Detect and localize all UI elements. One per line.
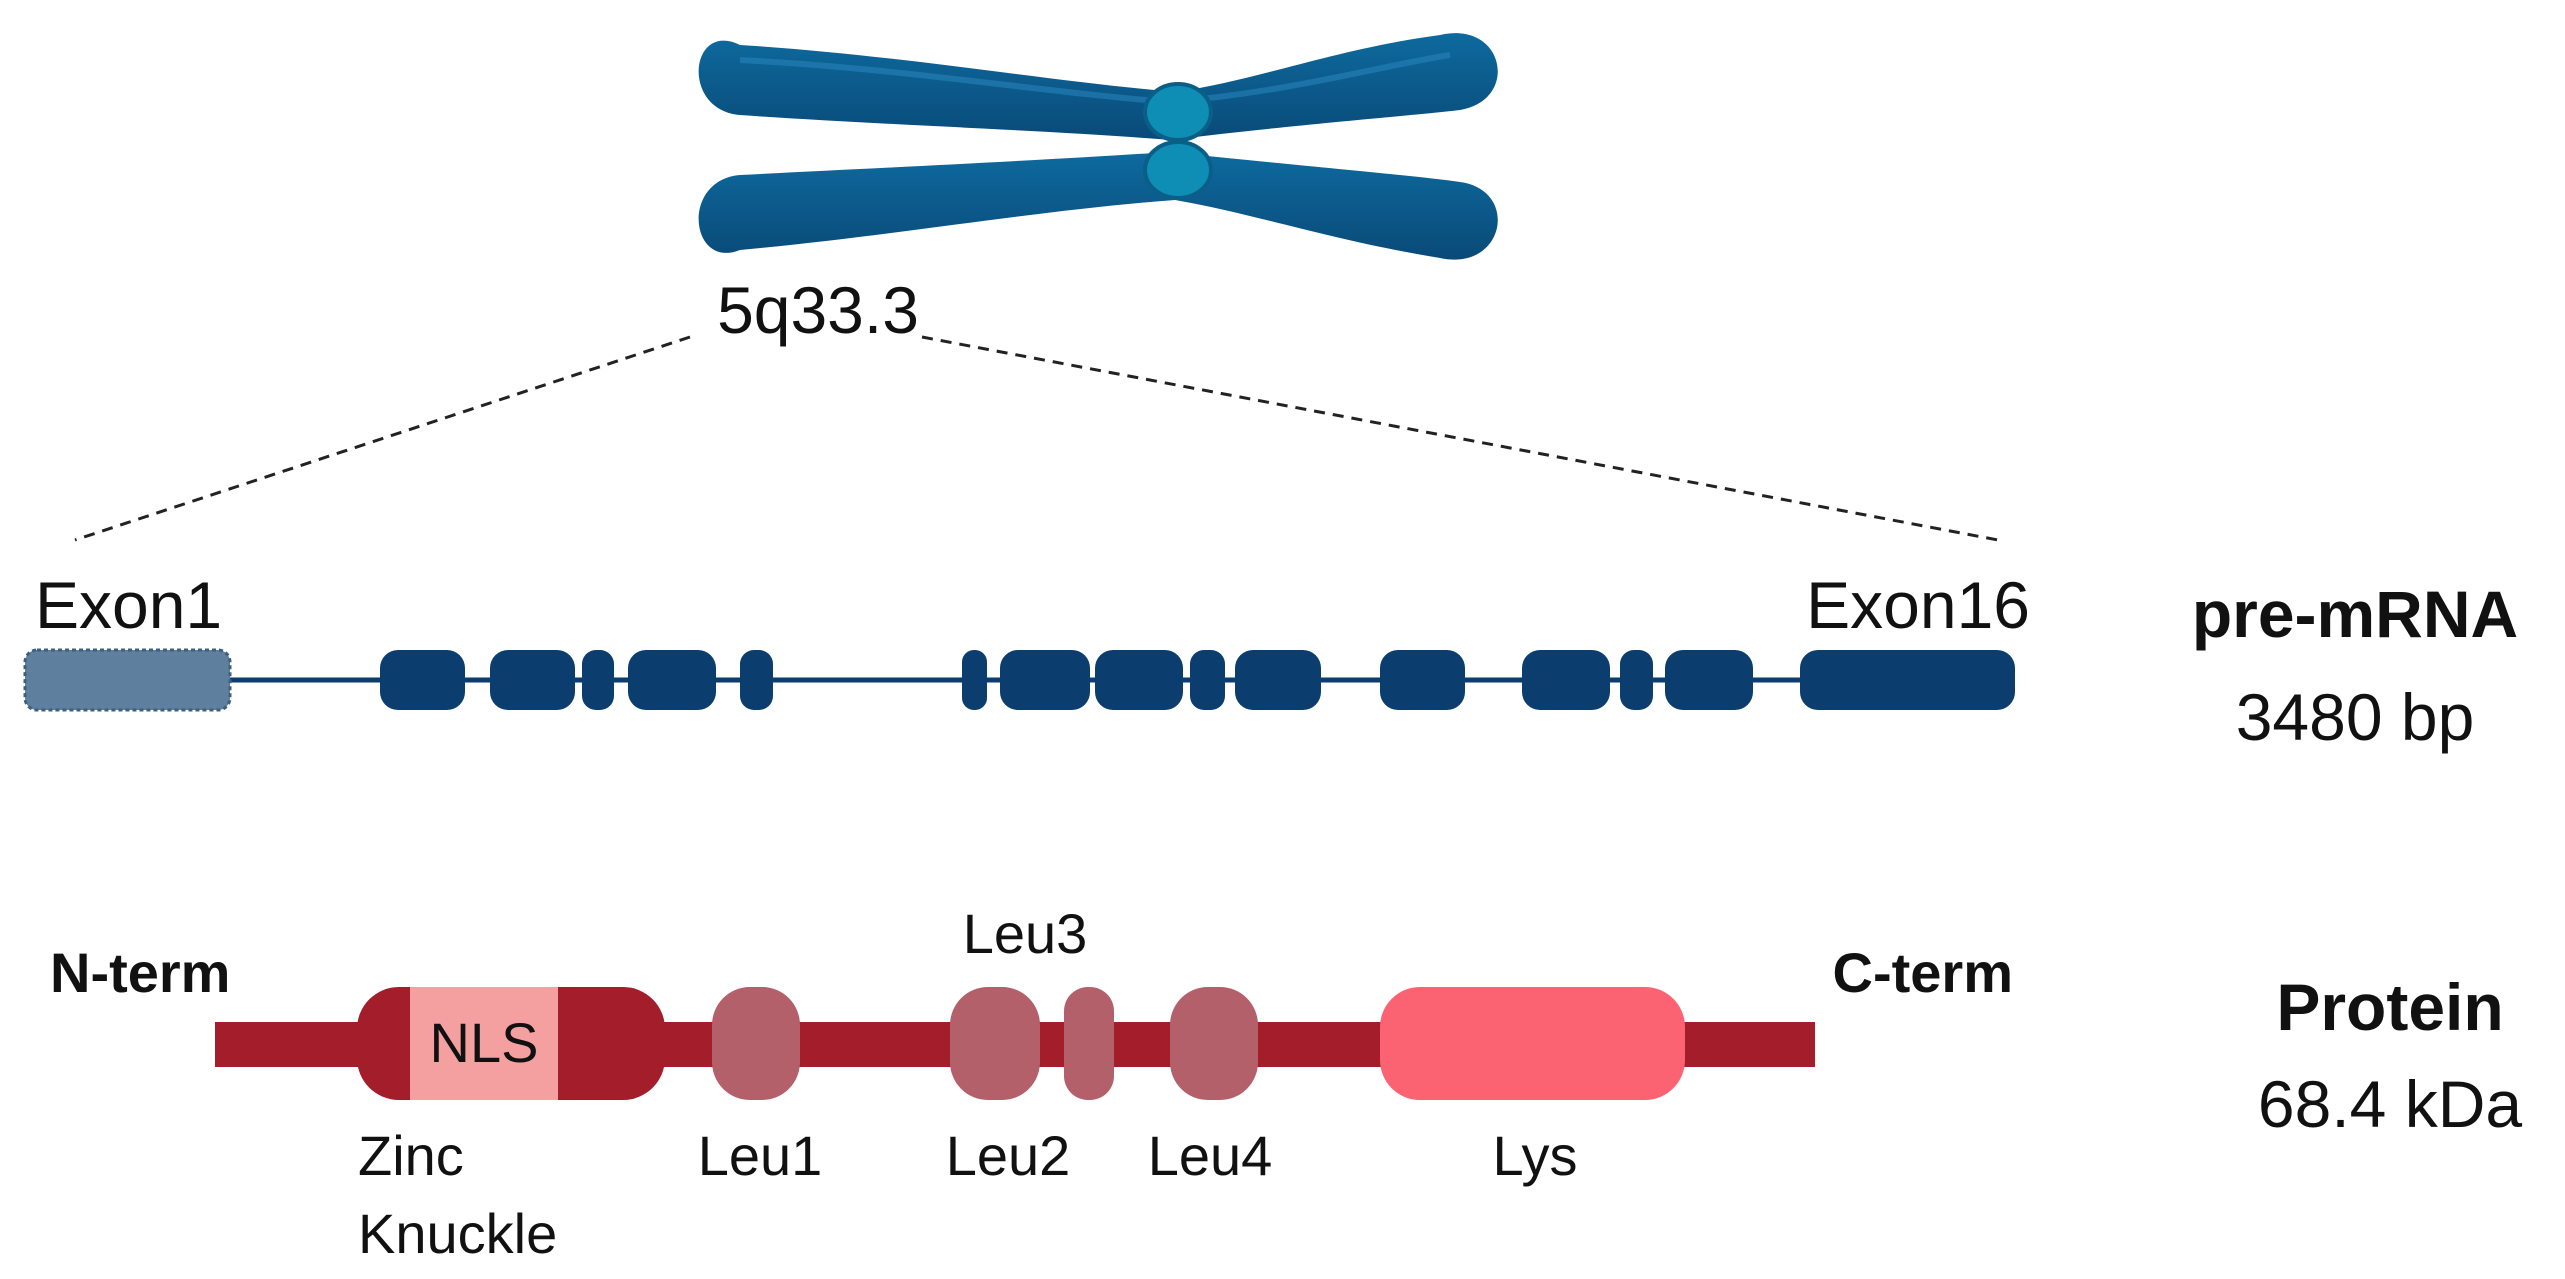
protein-track: NLS <box>215 987 1815 1100</box>
exon-10 <box>1190 650 1225 710</box>
exon-4 <box>582 650 614 710</box>
leu3-domain <box>1064 987 1114 1100</box>
leu2-domain <box>950 987 1040 1100</box>
zoom-line-right <box>921 335 1999 542</box>
exon-12 <box>1380 650 1465 710</box>
zinc-label-line2: Knuckle <box>358 1202 557 1265</box>
gene-track <box>23 648 2015 712</box>
lys-domain <box>1380 987 1685 1100</box>
leu4-label: Leu4 <box>1148 1124 1273 1187</box>
pre-mrna-title: pre-mRNA <box>2192 577 2518 651</box>
nls-label: NLS <box>430 1011 539 1074</box>
first-exon-label: Exon1 <box>35 568 222 642</box>
locus-label: 5q33.3 <box>717 273 919 347</box>
exon-16 <box>1800 650 2015 710</box>
leu3-label: Leu3 <box>963 902 1088 965</box>
zinc-label-line1: Zinc <box>358 1124 464 1187</box>
exon-14 <box>1620 650 1653 710</box>
leu1-label: Leu1 <box>698 1124 823 1187</box>
chromosome-icon <box>698 33 1498 260</box>
leu4-domain <box>1170 987 1258 1100</box>
exon-11 <box>1235 650 1321 710</box>
exon-2 <box>380 650 465 710</box>
lys-label: Lys <box>1492 1124 1577 1187</box>
pre-mrna-length: 3480 bp <box>2236 680 2475 754</box>
exon-3 <box>490 650 575 710</box>
exon-13 <box>1522 650 1610 710</box>
zoom-line-left <box>74 335 691 542</box>
c-term-label: C-term <box>1833 941 2013 1004</box>
exon-8 <box>1000 650 1090 710</box>
protein-title: Protein <box>2276 970 2503 1044</box>
n-term-label: N-term <box>50 941 230 1004</box>
nls-domain <box>410 987 558 1100</box>
exon-7 <box>962 650 987 710</box>
leu1-domain <box>712 987 800 1100</box>
exon-1 <box>23 648 232 712</box>
leu2-label: Leu2 <box>946 1124 1071 1187</box>
exon-9 <box>1095 650 1183 710</box>
exon-5 <box>628 650 716 710</box>
last-exon-label: Exon16 <box>1806 568 2030 642</box>
exon-6 <box>740 650 773 710</box>
centromere-upper <box>1143 82 1213 142</box>
centromere-lower <box>1143 140 1213 200</box>
exon-15 <box>1665 650 1753 710</box>
protein-mass: 68.4 kDa <box>2258 1067 2522 1141</box>
